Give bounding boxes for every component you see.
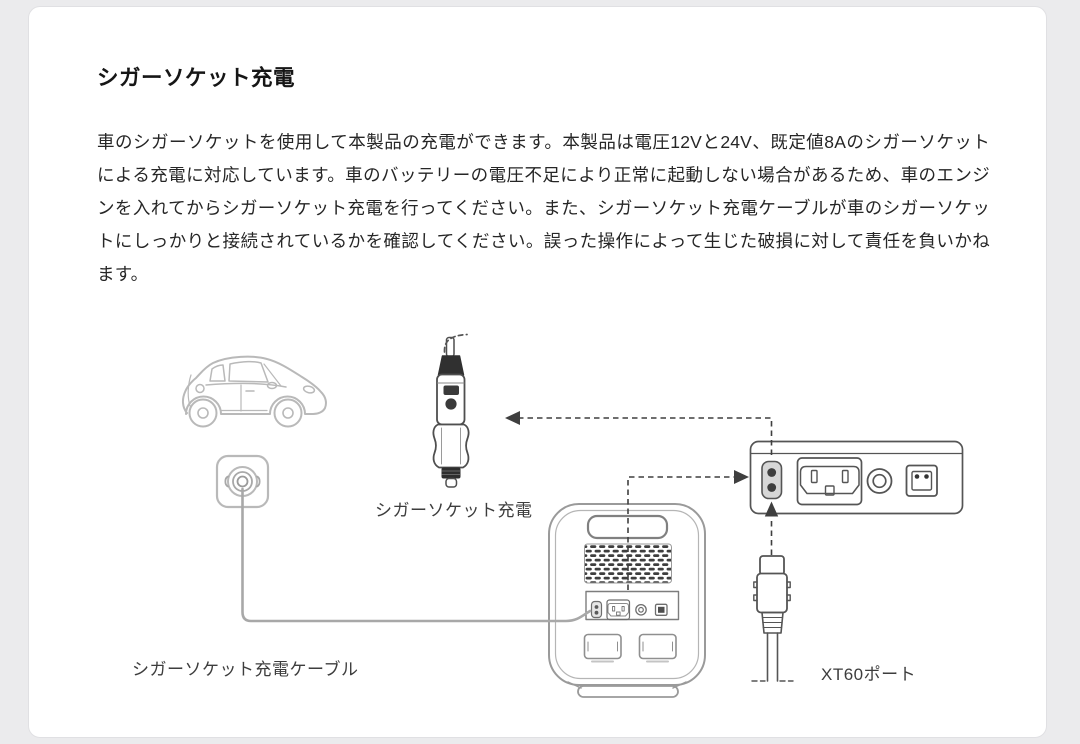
power-station-icon xyxy=(548,503,706,698)
xt60-input-port xyxy=(761,460,783,500)
page-title: シガーソケット充電 xyxy=(97,66,296,90)
manual-page xyxy=(28,6,1047,738)
square-output-port xyxy=(905,464,938,497)
arrowhead-left xyxy=(505,411,520,425)
bottom-cutouts xyxy=(583,633,677,663)
port-panel-closeup xyxy=(749,440,964,515)
body-paragraph: 車のシガーソケットを使用して本製品の充電ができます。本製品は電圧12Vと24V、… xyxy=(97,132,990,284)
arrow-panel-to-plug xyxy=(518,417,773,458)
connection-arrows xyxy=(505,411,779,590)
label-cigarette-plug: シガーソケット充電 xyxy=(375,501,533,520)
device-base xyxy=(577,685,679,698)
charging-cable-line xyxy=(241,487,592,623)
ac-inlet-port xyxy=(796,457,863,506)
label-charging-cable: シガーソケット充電ケーブル xyxy=(132,660,359,679)
device-port-panel xyxy=(585,590,680,621)
arrowhead-up xyxy=(764,501,779,517)
car-icon xyxy=(181,355,327,428)
cigarette-plug-icon xyxy=(432,333,470,488)
arrowhead-right xyxy=(734,470,749,484)
dc-round-port xyxy=(866,468,893,494)
vent-grille xyxy=(584,543,672,584)
xt60-connector-icon xyxy=(751,555,794,682)
label-xt60-port: XT60ポート xyxy=(821,665,917,684)
arrow-device-to-panel xyxy=(627,476,736,590)
